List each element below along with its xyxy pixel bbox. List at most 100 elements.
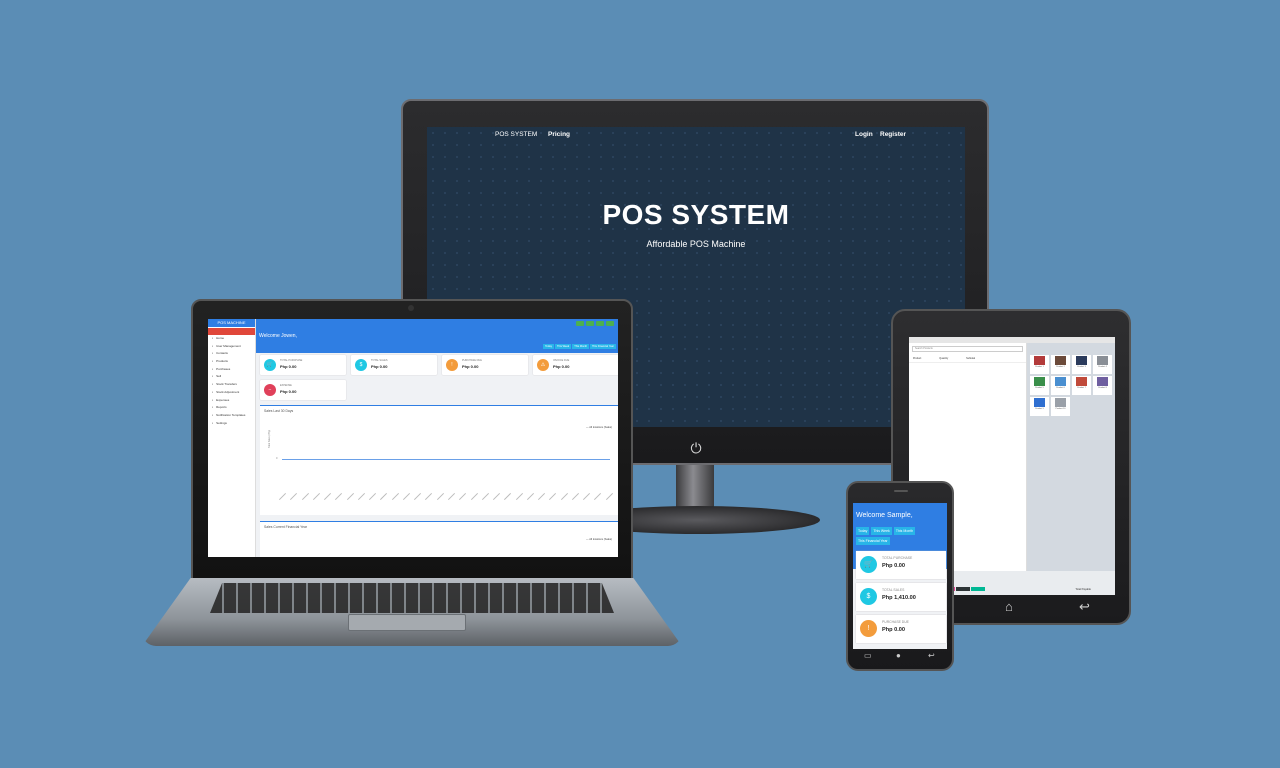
date-range-button[interactable]: This Week [871, 527, 892, 535]
sales-chart-y0: 0 [276, 457, 278, 460]
product-search-input[interactable]: Search Products [912, 346, 1023, 352]
pos-button[interactable] [586, 320, 594, 326]
date-range-button[interactable]: This Month [572, 344, 590, 349]
sales-chart-x-ticks [278, 492, 613, 501]
product-tile-name: Product 1 [1035, 366, 1044, 368]
date-range-button[interactable]: This Financial Year [856, 537, 890, 545]
laptop-keyboard [210, 583, 614, 613]
product-thumbnail [1097, 356, 1108, 365]
sidebar-item[interactable]: User Management [208, 343, 255, 351]
sidebar-item[interactable]: Settings [208, 420, 255, 428]
product-tile[interactable]: Product 6 [1051, 376, 1070, 395]
product-tile[interactable]: Product 8 [1093, 376, 1112, 395]
recent-apps-icon[interactable]: ▭ [864, 651, 872, 660]
sidebar-item[interactable]: Purchases [208, 366, 255, 374]
date-range-button[interactable]: Today [543, 344, 555, 349]
pos-product-grid: Product 1 Product 2 Product 3 Product 4 Prod… [1027, 343, 1115, 571]
sales-chart-line [282, 459, 610, 460]
bag-icon: $ [355, 359, 367, 371]
product-tile-name: Product 8 [1098, 387, 1107, 389]
product-tile[interactable]: Product 7 [1072, 376, 1091, 395]
x-axis-tick [391, 492, 399, 501]
sidebar-item[interactable]: Stock Adjustment [208, 389, 255, 397]
product-tile[interactable]: Product 10 [1051, 397, 1070, 416]
mobile-card-label: PURCHASE DUE [882, 620, 909, 624]
payment-button[interactable] [956, 587, 970, 591]
product-tile[interactable]: Product 2 [1051, 355, 1070, 374]
sidebar-item[interactable]: Stock Transfers [208, 381, 255, 389]
sidebar-item[interactable]: Reports [208, 404, 255, 412]
x-axis-tick [459, 492, 467, 501]
phone-speaker [894, 490, 908, 492]
product-tile[interactable]: Product 5 [1030, 376, 1049, 395]
x-axis-tick [504, 492, 512, 501]
nav-login-link[interactable]: Login [855, 131, 873, 138]
summary-card-label: EXPENSE [280, 384, 292, 387]
tablet-nav-bar: ⌂ ↩ [893, 599, 1129, 619]
x-axis-tick [515, 492, 523, 501]
product-tile-name: Product 4 [1098, 366, 1107, 368]
sales-chart-title: Sales Last 30 Days [264, 409, 294, 413]
x-axis-tick [493, 492, 501, 501]
x-axis-tick [357, 492, 365, 501]
sidebar-active-indicator [208, 328, 255, 335]
cart-icon: 🛒 [860, 556, 877, 573]
notes-button[interactable] [596, 320, 604, 326]
bag-icon: $ [860, 588, 877, 605]
product-tile[interactable]: Product 4 [1093, 355, 1112, 374]
back-icon[interactable]: ↩ [928, 651, 935, 660]
product-thumbnail [1034, 356, 1045, 365]
product-tile[interactable]: Product 3 [1072, 355, 1091, 374]
home-icon[interactable]: ⌂ [1005, 599, 1013, 614]
date-range-button[interactable]: Today [856, 527, 870, 535]
payment-button[interactable] [971, 587, 985, 591]
sidebar-item[interactable]: Expenses [208, 397, 255, 405]
exclamation-icon: ! [860, 620, 877, 637]
x-axis-tick [324, 492, 332, 501]
cart-column-header: Product [913, 357, 922, 360]
phone-nav-bar: ▭ ● ↩ [848, 651, 952, 663]
x-axis-tick [312, 492, 320, 501]
product-thumbnail [1034, 398, 1045, 407]
product-tile[interactable]: Product 1 [1030, 355, 1049, 374]
home-icon[interactable]: ● [896, 651, 901, 660]
date-range-button[interactable]: This Month [893, 527, 916, 535]
mobile-card-value: Php 0.00 [882, 563, 906, 569]
mobile-welcome-text: Welcome Sample, [856, 512, 913, 519]
mobile-card-label: TOTAL PURCHASE [882, 556, 913, 560]
cart-column-header: Quantity [939, 357, 949, 360]
nav-register-link[interactable]: Register [880, 131, 907, 138]
mobile-card-value: Php 1,410.00 [882, 595, 916, 601]
sidebar-item[interactable]: Contacts [208, 350, 255, 358]
date-range-button[interactable]: This Week [555, 344, 572, 349]
sidebar-item[interactable]: Notification Templates [208, 412, 255, 420]
nav-pricing-link[interactable]: Pricing [548, 131, 571, 138]
sidebar-item[interactable]: Sell [208, 373, 255, 381]
product-tile-name: Product 3 [1077, 366, 1086, 368]
date-button[interactable] [606, 320, 614, 326]
product-tile[interactable]: Product 9 [1030, 397, 1049, 416]
nav-brand[interactable]: POS SYSTEM [495, 131, 538, 138]
x-axis-tick [380, 492, 388, 501]
hero-subtitle: Affordable POS Machine [646, 239, 746, 249]
sidebar-item[interactable]: Home [208, 335, 255, 343]
calculator-button[interactable] [576, 320, 584, 326]
x-axis-tick [549, 492, 557, 501]
back-icon[interactable]: ↩ [1079, 599, 1090, 614]
product-tile-name: Product 7 [1077, 387, 1086, 389]
x-axis-tick [560, 492, 568, 501]
sidebar-item[interactable]: Products [208, 358, 255, 366]
financial-year-legend[interactable]: — All locations (Sales) [586, 538, 612, 541]
sales-chart-legend[interactable]: — All locations (Sales) [586, 426, 612, 429]
x-axis-tick [571, 492, 579, 501]
date-range-button[interactable]: This Financial Year [590, 344, 616, 349]
